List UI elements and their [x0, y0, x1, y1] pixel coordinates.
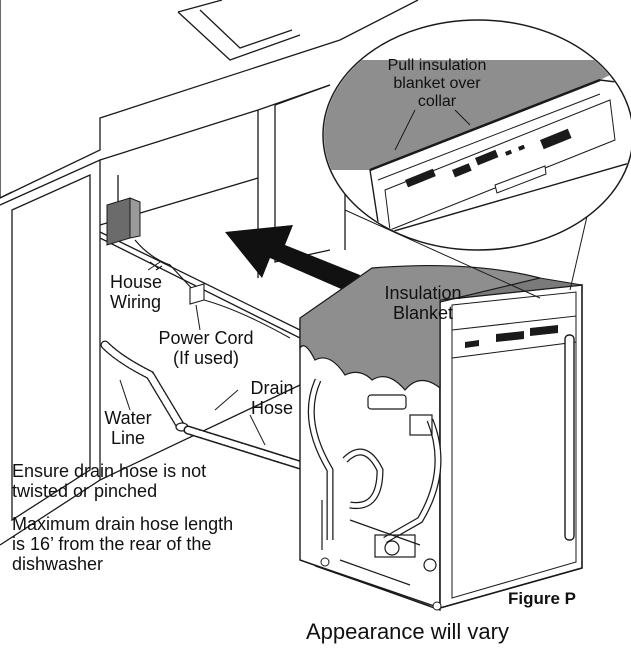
twist-note-line-2: twisted or pinched — [12, 481, 158, 501]
magnified-view — [322, 19, 631, 299]
house-wiring-label-line-1: House — [110, 272, 163, 292]
drain-hose-label: Drain Hose — [240, 378, 304, 418]
insulation-blanket-label-line-2: Blanket — [392, 303, 454, 323]
push-direction-arrow-icon — [225, 225, 360, 295]
figure-label: Figure P — [508, 589, 577, 608]
dishwasher-internals — [307, 378, 442, 586]
wall-junction-box — [106, 197, 141, 246]
insulation-blanket — [299, 264, 583, 391]
house-wiring — [134, 239, 196, 293]
house-wiring-label: House Wiring — [110, 272, 162, 312]
power-cord-label: Power Cord (If used) — [140, 328, 272, 368]
insulation-blanket-label: Insulation Blanket — [368, 283, 478, 323]
length-note: Maximum drain hose length is 16’ from th… — [12, 514, 233, 574]
drain-hose-label-line-1: Drain — [250, 378, 294, 398]
callout-label: Pull insulation blanket over collar — [372, 57, 502, 111]
callout-line-1: Pull insulation — [387, 57, 487, 74]
power-cord-label-line-1: Power Cord — [158, 328, 254, 348]
length-note-line-1: Maximum drain hose length — [12, 514, 234, 534]
callout-line-2: blanket over — [393, 75, 481, 92]
water-line-label: Water Line — [96, 408, 160, 448]
twist-note-line-1: Ensure drain hose is not — [12, 461, 207, 481]
twist-note: Ensure drain hose is not twisted or pinc… — [12, 461, 206, 501]
caption: Appearance will vary — [306, 619, 509, 644]
drain-hose-label-line-2: Hose — [250, 398, 294, 418]
water-line-label-line-1: Water — [104, 408, 152, 428]
insulation-blanket-label-line-1: Insulation — [384, 283, 462, 303]
callout-line-3: collar — [417, 93, 457, 110]
power-cord-label-line-2: (If used) — [172, 348, 240, 368]
label-leaders — [119, 261, 266, 446]
drain-hose — [183, 425, 305, 470]
length-note-line-2: is 16’ from the rear of the — [12, 534, 212, 554]
water-line — [100, 340, 189, 432]
power-cord-plug — [189, 283, 291, 339]
house-wiring-label-line-2: Wiring — [110, 292, 162, 312]
water-line-label-line-2: Line — [110, 428, 146, 448]
length-note-line-3: dishwasher — [12, 554, 104, 574]
